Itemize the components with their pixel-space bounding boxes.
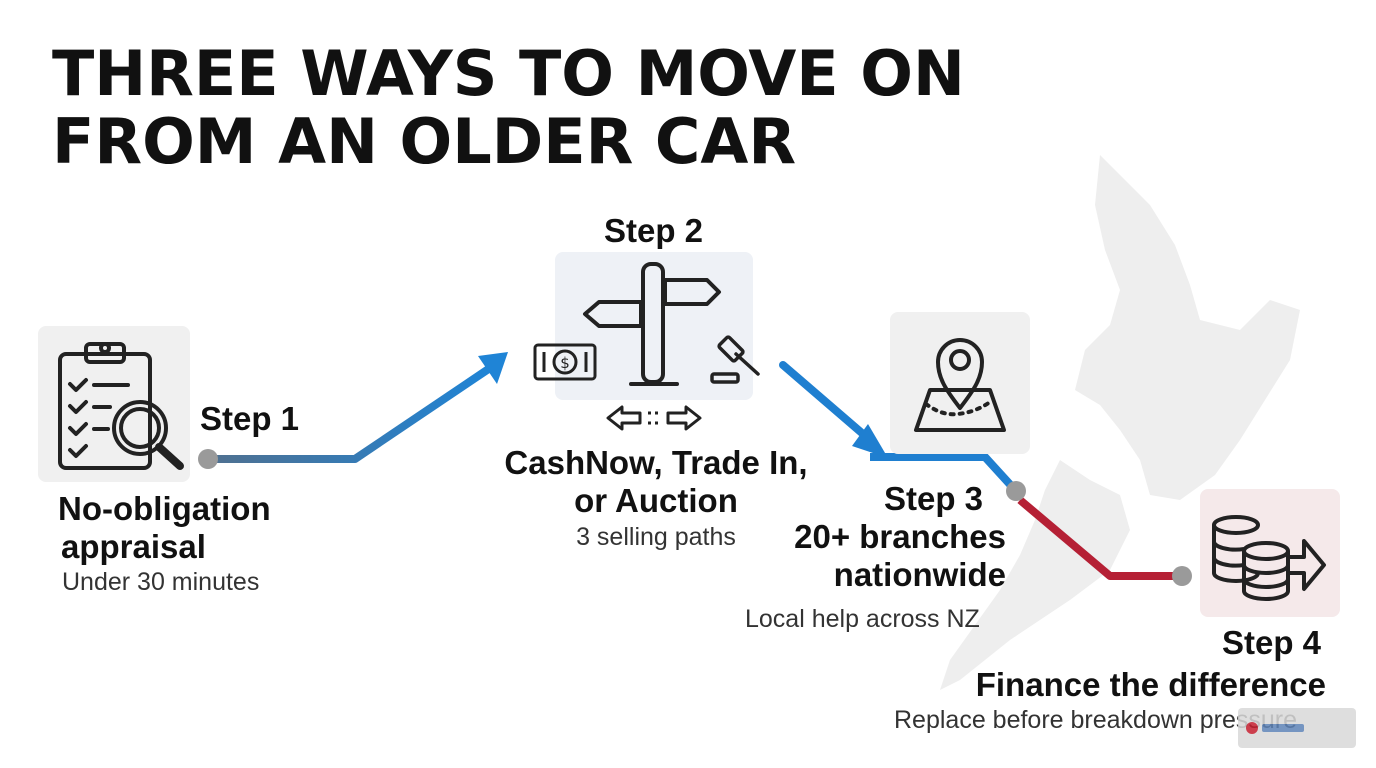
arrow-step2-to-step3: [779, 361, 874, 444]
node-step1: [198, 449, 218, 469]
two-way-arrows-icon: [606, 405, 702, 431]
path-step3-to-step4: [1017, 496, 1182, 580]
step3-heading-line1: 20+ branches: [794, 518, 1006, 555]
step2-heading-line2: or Auction: [574, 482, 738, 519]
step4-heading: Finance the difference: [975, 666, 1326, 703]
svg-text:$: $: [560, 354, 570, 372]
step1-label: Step 1: [200, 400, 300, 437]
step2-label: Step 2: [604, 212, 704, 249]
step1-heading-line2: appraisal: [61, 528, 206, 565]
node-step4: [1172, 566, 1192, 586]
watermark-overlay: [1238, 708, 1356, 748]
title-line-2: FROM AN OLDER CAR: [52, 105, 797, 178]
step1-heading: No-obligation appraisal: [58, 490, 271, 566]
arrow-head-step3: [852, 424, 888, 458]
step3-icon-box: [890, 312, 1030, 454]
clipboard-magnifier-icon: [58, 342, 184, 470]
signpost-icon: [583, 262, 721, 386]
step3-subtext: Local help across NZ: [745, 605, 980, 633]
nz-north-island-shape: [1075, 155, 1300, 500]
step1-heading-line1: No-obligation: [58, 490, 271, 527]
step3-heading-line2: nationwide: [833, 556, 1006, 593]
badge-icon: [1246, 722, 1304, 734]
gavel-icon: [710, 335, 760, 384]
step2-subtext: 3 selling paths: [576, 523, 736, 551]
map-pin-icon: [914, 338, 1006, 432]
arrow-step1-to-step2: [208, 364, 493, 463]
path-step3-connector: [870, 453, 1019, 494]
step3-heading: 20+ branches nationwide: [770, 518, 1006, 594]
step4-label: Step 4: [1222, 624, 1322, 661]
step1-subtext: Under 30 minutes: [62, 568, 260, 596]
nz-south-island-shape: [940, 460, 1130, 690]
cash-icon: $: [533, 343, 597, 381]
title-line-1: THREE WAYS TO MOVE ON: [52, 37, 965, 110]
step3-label: Step 3: [884, 480, 984, 517]
step2-heading-line1: CashNow, Trade In,: [504, 444, 808, 481]
arrow-head-step2: [478, 352, 508, 384]
node-step3: [1006, 481, 1026, 501]
page-title: THREE WAYS TO MOVE ON FROM AN OLDER CAR: [52, 40, 965, 176]
step4-icon-box: [1200, 489, 1340, 617]
step1-icon-box: [38, 326, 190, 482]
step4-subtext: Replace before breakdown pressure: [894, 706, 1298, 734]
coins-arrow-icon: [1211, 515, 1326, 601]
step2-heading: CashNow, Trade In, or Auction: [496, 444, 816, 520]
